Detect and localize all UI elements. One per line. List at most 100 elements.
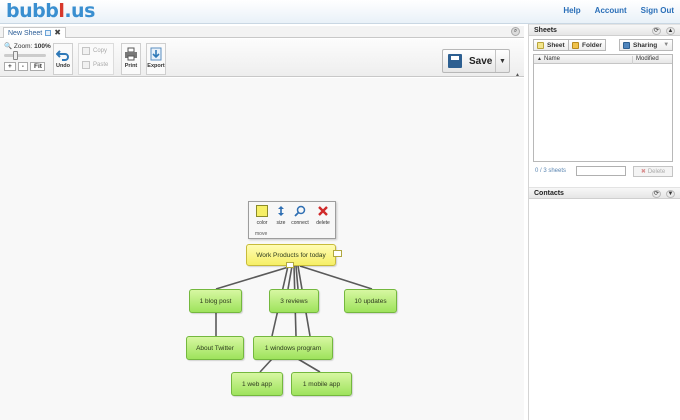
col-modified[interactable]: Modified — [632, 56, 659, 64]
zoom-in-button[interactable]: + — [4, 62, 16, 71]
sheet-btn-label: Sheet — [547, 41, 565, 49]
zoom-control: 🔍 Zoom: 100% + - Fit — [4, 42, 51, 71]
connector-lines — [215, 265, 373, 373]
rename-icon[interactable] — [45, 30, 52, 36]
sheet-icon — [537, 41, 544, 49]
refresh-icon[interactable]: ⟳ — [652, 27, 661, 35]
tab-new-sheet[interactable]: New Sheet ✖ — [3, 27, 66, 38]
sort-arrow-icon[interactable]: ▲ — [537, 56, 542, 62]
floppy-disk-icon — [448, 54, 462, 68]
sharing-btn-label: Sharing — [633, 41, 658, 49]
printer-icon — [124, 47, 138, 61]
node-move-handle-icon[interactable] — [286, 262, 294, 268]
print-label: Print — [124, 63, 138, 69]
connect-magnifier-icon — [294, 205, 306, 217]
save-button[interactable]: Save ▼ — [442, 49, 510, 73]
delete-label: delete — [316, 220, 330, 226]
tab-label: New Sheet — [8, 29, 43, 37]
zoom-value: 100% — [34, 43, 51, 50]
export-button[interactable]: Export — [146, 43, 166, 75]
sheet-filter-input[interactable] — [576, 166, 626, 176]
folder-btn-label: Folder — [582, 41, 602, 49]
sign-out-link[interactable]: Sign Out — [640, 6, 674, 15]
contacts-panel-header: Contacts ⟳ ▼ — [529, 187, 680, 199]
logo-text-part3: .us — [64, 0, 95, 22]
close-icon[interactable]: ✖ — [54, 28, 61, 37]
node-web-app[interactable]: 1 web app — [231, 372, 283, 396]
node-mobile-app[interactable]: 1 mobile app — [291, 372, 352, 396]
logo-text-part1: bubb — [6, 0, 59, 22]
color-button[interactable]: color — [253, 205, 271, 226]
link-root-reviews-2 — [295, 265, 299, 290]
contacts-refresh-icon[interactable]: ⟳ — [652, 190, 661, 198]
sheets-panel-header: Sheets ⟳ ▲ — [529, 24, 680, 36]
mindmap-canvas[interactable]: color size connect delete move Work Prod… — [0, 78, 524, 420]
sharing-chevron-down-icon[interactable]: ▼ — [663, 42, 670, 48]
logo-text-part2: l — [58, 0, 65, 22]
undo-label: Undo — [55, 63, 71, 69]
export-icon — [149, 47, 163, 61]
paste-button[interactable]: Paste — [79, 58, 113, 72]
new-sheet-button[interactable]: Sheet — [533, 39, 569, 51]
save-dropdown-chevron-icon[interactable]: ▼ — [495, 50, 509, 72]
undo-button[interactable]: Undo — [53, 43, 73, 75]
node-reviews[interactable]: 3 reviews — [269, 289, 319, 313]
node-blog-post[interactable]: 1 blog post — [189, 289, 242, 313]
sharing-button[interactable]: Sharing ▼ — [619, 39, 674, 51]
link-root-updates — [299, 265, 373, 290]
edit-group: Copy Paste — [78, 43, 114, 75]
fit-button[interactable]: Fit — [29, 62, 45, 71]
move-label: move — [255, 231, 268, 237]
resize-arrows-icon — [275, 205, 287, 217]
sheets-list[interactable]: ▲ Name Modified — [533, 54, 673, 162]
zoom-out-button[interactable]: - — [17, 62, 28, 71]
link-root-blog — [215, 265, 293, 290]
collapse-up-icon[interactable]: ▲ — [666, 27, 675, 35]
delete-x-icon: ✖ — [640, 169, 646, 175]
sheet-tab-strip: New Sheet ✖ ⌕ — [0, 26, 524, 38]
copy-icon — [82, 47, 90, 55]
help-link[interactable]: Help — [563, 6, 581, 15]
toolbar-collapse-icon[interactable]: ▲ — [515, 72, 520, 78]
link-windows-mobile — [297, 358, 321, 373]
print-button[interactable]: Print — [121, 43, 141, 75]
sheets-count: 0 / 3 sheets — [535, 168, 567, 174]
zoom-slider[interactable] — [4, 51, 46, 60]
sheets-panel-title: Sheets — [534, 27, 557, 34]
node-collapse-tab-icon[interactable] — [333, 250, 342, 257]
zoom-slider-thumb[interactable] — [13, 51, 18, 60]
connect-button[interactable]: connect — [291, 205, 309, 226]
contacts-panel-title: Contacts — [534, 190, 564, 197]
paste-label: Paste — [93, 62, 109, 68]
delete-sheet-label: Delete — [647, 168, 666, 175]
collapse-down-icon[interactable]: ▼ — [666, 190, 675, 198]
node-action-popup: color size connect delete move — [248, 201, 336, 239]
delete-sheet-button[interactable]: ✖ Delete — [633, 166, 673, 177]
search-icon[interactable]: ⌕ — [511, 27, 520, 36]
side-panel: Sheets ⟳ ▲ Sheet Folder Sharing ▼ ▲ Name… — [528, 24, 680, 420]
node-about-twitter[interactable]: About Twitter — [186, 336, 244, 360]
save-label: Save — [469, 55, 493, 67]
account-link[interactable]: Account — [594, 6, 627, 15]
toolbar: 🔍 Zoom: 100% + - Fit Undo Copy Paste Pri… — [0, 39, 524, 78]
zoom-label: 🔍 Zoom: 100% — [4, 42, 51, 50]
copy-button[interactable]: Copy — [79, 44, 113, 58]
sheets-footer: 0 / 3 sheets ✖ Delete — [533, 166, 675, 178]
sheets-actions: Sheet Folder Sharing ▼ — [533, 39, 677, 52]
app-logo[interactable]: bubbl.us — [6, 1, 95, 21]
color-swatch-icon — [256, 205, 268, 217]
folder-icon — [572, 41, 579, 49]
magnifier-icon: 🔍 — [4, 43, 13, 50]
copy-label: Copy — [93, 48, 108, 54]
zoom-label-text: Zoom: — [13, 43, 33, 50]
undo-icon — [55, 47, 70, 61]
node-updates[interactable]: 10 updates — [344, 289, 397, 313]
delete-node-button[interactable]: delete — [314, 205, 332, 226]
new-folder-button[interactable]: Folder — [568, 39, 606, 51]
size-button[interactable]: size — [272, 205, 290, 226]
size-label: size — [276, 220, 286, 226]
share-icon — [623, 41, 630, 49]
node-windows-program[interactable]: 1 windows program — [253, 336, 333, 360]
col-name[interactable]: Name — [544, 56, 561, 62]
export-label: Export — [147, 63, 165, 69]
